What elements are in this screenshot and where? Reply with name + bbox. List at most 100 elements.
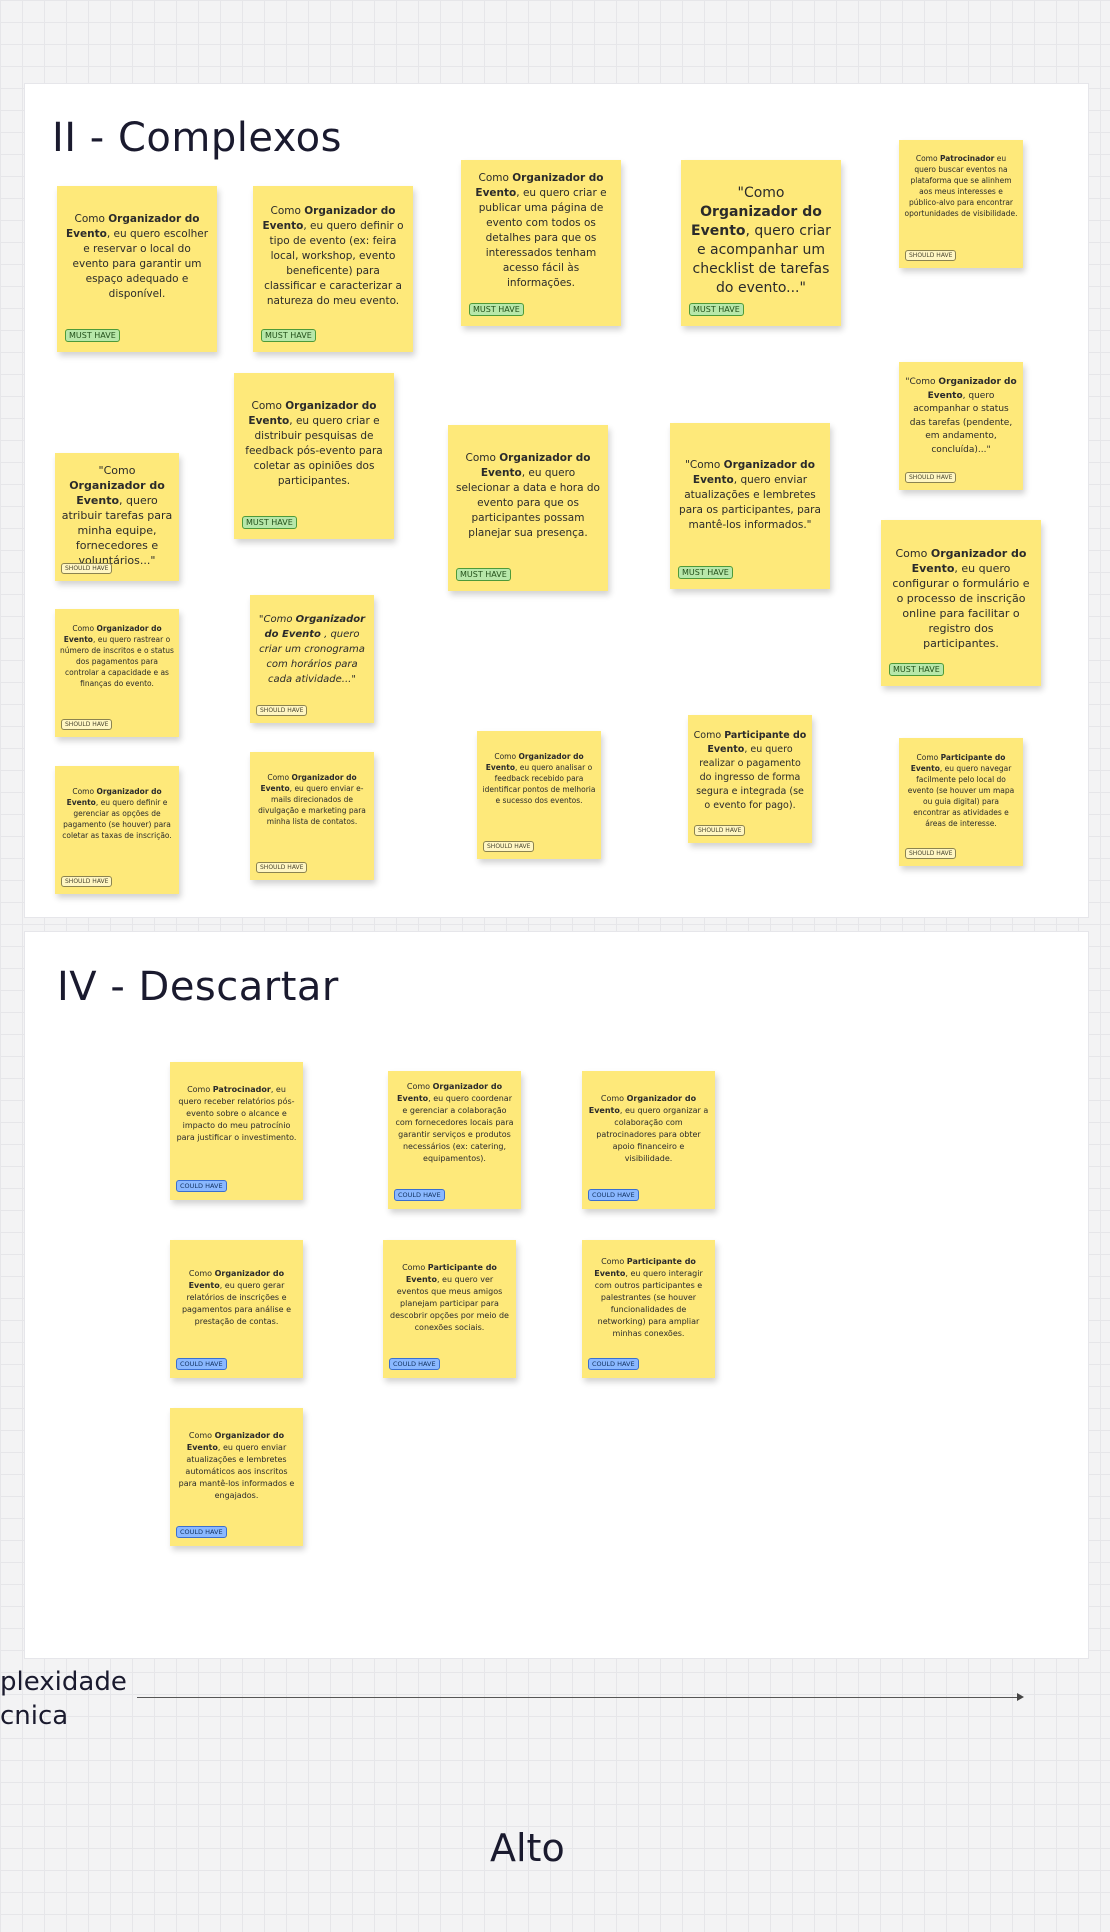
note-text: Como (465, 452, 500, 464)
sticky-note[interactable]: "Como Organizador do Evento, quero envia… (670, 423, 830, 589)
note-text: "Como (905, 377, 939, 387)
note-text: Como (72, 624, 97, 633)
note-text: Como (74, 213, 109, 225)
must-have-tag[interactable]: MUST HAVE (456, 568, 511, 581)
should-have-tag[interactable]: SHOULD HAVE (905, 250, 957, 261)
sticky-note[interactable]: Como Organizador do Evento, eu quero ana… (477, 731, 601, 859)
sticky-note[interactable]: Como Patrocinador eu quero buscar evento… (899, 140, 1023, 268)
note-role: Organizador do Evento (63, 624, 162, 644)
note-text: Como (601, 1257, 627, 1266)
note-text: , eu quero analisar o feedback recebido … (482, 763, 596, 805)
note-text: Como (895, 547, 931, 560)
note-text: , eu quero interagir com outros particip… (594, 1269, 703, 1338)
note-role: Patrocinador (939, 154, 995, 163)
must-have-tag[interactable]: MUST HAVE (242, 516, 297, 529)
note-role: Organizador do Evento (485, 752, 584, 772)
should-have-tag[interactable]: SHOULD HAVE (483, 841, 535, 852)
note-text: , eu quero receber relatórios pós-evento… (176, 1085, 297, 1142)
could-have-tag[interactable]: COULD HAVE (389, 1358, 440, 1370)
must-have-tag[interactable]: MUST HAVE (65, 329, 120, 342)
note-role: Organizador do Evento (475, 172, 604, 199)
note-role: Participante do Evento (707, 730, 807, 755)
note-text: "Como (258, 614, 296, 625)
sticky-note[interactable]: "Como Organizador do Evento, quero atrib… (55, 453, 179, 581)
should-have-tag[interactable]: SHOULD HAVE (256, 862, 308, 873)
sticky-note[interactable]: Como Participante do Evento, eu quero na… (899, 738, 1023, 866)
note-text: , quero criar um cronograma com horários… (259, 629, 365, 685)
note-role: Participante do Evento (910, 753, 1006, 773)
note-text: , eu quero selecionar a data e hora do e… (456, 467, 600, 539)
note-text: Como (478, 172, 513, 184)
note-role: Organizador do Evento (911, 547, 1027, 575)
axis-value-label: Alto (490, 1826, 565, 1870)
note-role: Organizador do Evento (188, 1269, 285, 1290)
sticky-note[interactable]: Como Participante do Evento, eu quero re… (688, 715, 812, 843)
note-text: "Como (737, 185, 785, 201)
note-role: Patrocinador (212, 1085, 271, 1094)
could-have-tag[interactable]: COULD HAVE (176, 1180, 227, 1192)
note-role: Organizador do Evento (264, 614, 366, 640)
note-text: , eu quero configurar o formulário e o p… (892, 562, 1030, 650)
note-role: Organizador do Evento (65, 213, 200, 240)
note-text: Como (915, 154, 940, 163)
note-text: Como (187, 1085, 213, 1094)
axis-label-line1: plexidade (0, 1667, 127, 1697)
should-have-tag[interactable]: SHOULD HAVE (694, 825, 746, 836)
note-role: Organizador do Evento (927, 377, 1017, 401)
note-text: , quero criar e acompanhar um checklist … (692, 223, 831, 296)
sticky-note[interactable]: Como Organizador do Evento, eu quero con… (881, 520, 1041, 686)
axis-label: plexidade cnica (0, 1665, 127, 1733)
sticky-note[interactable]: Como Organizador do Evento, eu quero cri… (234, 373, 394, 539)
note-text: "Como (98, 464, 136, 477)
must-have-tag[interactable]: MUST HAVE (689, 303, 744, 316)
must-have-tag[interactable]: MUST HAVE (678, 566, 733, 579)
must-have-tag[interactable]: MUST HAVE (261, 329, 316, 342)
sticky-note[interactable]: "Como Organizador do Evento , quero cria… (250, 595, 374, 723)
should-have-tag[interactable]: SHOULD HAVE (256, 705, 308, 716)
sticky-note[interactable]: Como Organizador do Evento, eu quero def… (253, 186, 413, 352)
should-have-tag[interactable]: SHOULD HAVE (905, 472, 957, 483)
sticky-note[interactable]: Como Participante do Evento, eu quero ve… (383, 1240, 516, 1378)
note-text: Como (406, 1082, 433, 1091)
note-role: Participante do Evento (405, 1263, 497, 1284)
sticky-note[interactable]: Como Organizador do Evento, eu quero coo… (388, 1071, 521, 1209)
sticky-note[interactable]: "Como Organizador do Evento, quero acomp… (899, 362, 1023, 490)
sticky-note[interactable]: "Como Organizador do Evento, quero criar… (681, 160, 841, 326)
could-have-tag[interactable]: COULD HAVE (588, 1189, 639, 1201)
could-have-tag[interactable]: COULD HAVE (394, 1189, 445, 1201)
must-have-tag[interactable]: MUST HAVE (469, 303, 524, 316)
frame-complexos-title: II - Complexos (52, 115, 342, 161)
sticky-note[interactable]: Como Organizador do Evento, eu quero env… (250, 752, 374, 880)
sticky-note[interactable]: Como Organizador do Evento, eu quero ras… (55, 609, 179, 737)
note-text: Como (251, 400, 286, 412)
note-text: , eu quero organizar a colaboração com p… (596, 1106, 709, 1163)
should-have-tag[interactable]: SHOULD HAVE (905, 848, 957, 859)
sticky-note[interactable]: Como Patrocinador, eu quero receber rela… (170, 1062, 303, 1200)
could-have-tag[interactable]: COULD HAVE (176, 1358, 227, 1370)
note-text: Como (494, 752, 519, 761)
note-text: , quero atribuir tarefas para minha equi… (61, 494, 173, 567)
sticky-note[interactable]: Como Organizador do Evento, eu quero org… (582, 1071, 715, 1209)
sticky-note[interactable]: Como Organizador do Evento, eu quero ger… (170, 1240, 303, 1378)
could-have-tag[interactable]: COULD HAVE (176, 1526, 227, 1538)
should-have-tag[interactable]: SHOULD HAVE (61, 876, 113, 887)
note-text: , eu quero gerar relatórios de inscriçõe… (181, 1281, 292, 1326)
should-have-tag[interactable]: SHOULD HAVE (61, 563, 113, 574)
sticky-note[interactable]: Como Participante do Evento, eu quero in… (582, 1240, 715, 1378)
note-text: , eu quero rastrear o número de inscrito… (60, 635, 174, 688)
must-have-tag[interactable]: MUST HAVE (889, 663, 944, 676)
arrow-right-icon (1017, 1693, 1024, 1701)
note-text: , eu quero navegar facilmente pelo local… (907, 764, 1015, 828)
note-text: , eu quero coordenar e gerenciar a colab… (395, 1094, 514, 1163)
could-have-tag[interactable]: COULD HAVE (588, 1358, 639, 1370)
sticky-note[interactable]: Como Organizador do Evento, eu quero def… (55, 766, 179, 894)
note-role: Organizador do Evento (480, 452, 591, 479)
frame-descartar-title: IV - Descartar (57, 964, 339, 1010)
sticky-note[interactable]: Como Organizador do Evento, eu quero sel… (448, 425, 608, 591)
note-role: Participante do Evento (594, 1257, 696, 1278)
note-text: , eu quero enviar e-mails direcionados d… (258, 784, 366, 826)
should-have-tag[interactable]: SHOULD HAVE (61, 719, 113, 730)
sticky-note[interactable]: Como Organizador do Evento, eu quero cri… (461, 160, 621, 326)
sticky-note[interactable]: Como Organizador do Evento, eu quero esc… (57, 186, 217, 352)
sticky-note[interactable]: Como Organizador do Evento, eu quero env… (170, 1408, 303, 1546)
